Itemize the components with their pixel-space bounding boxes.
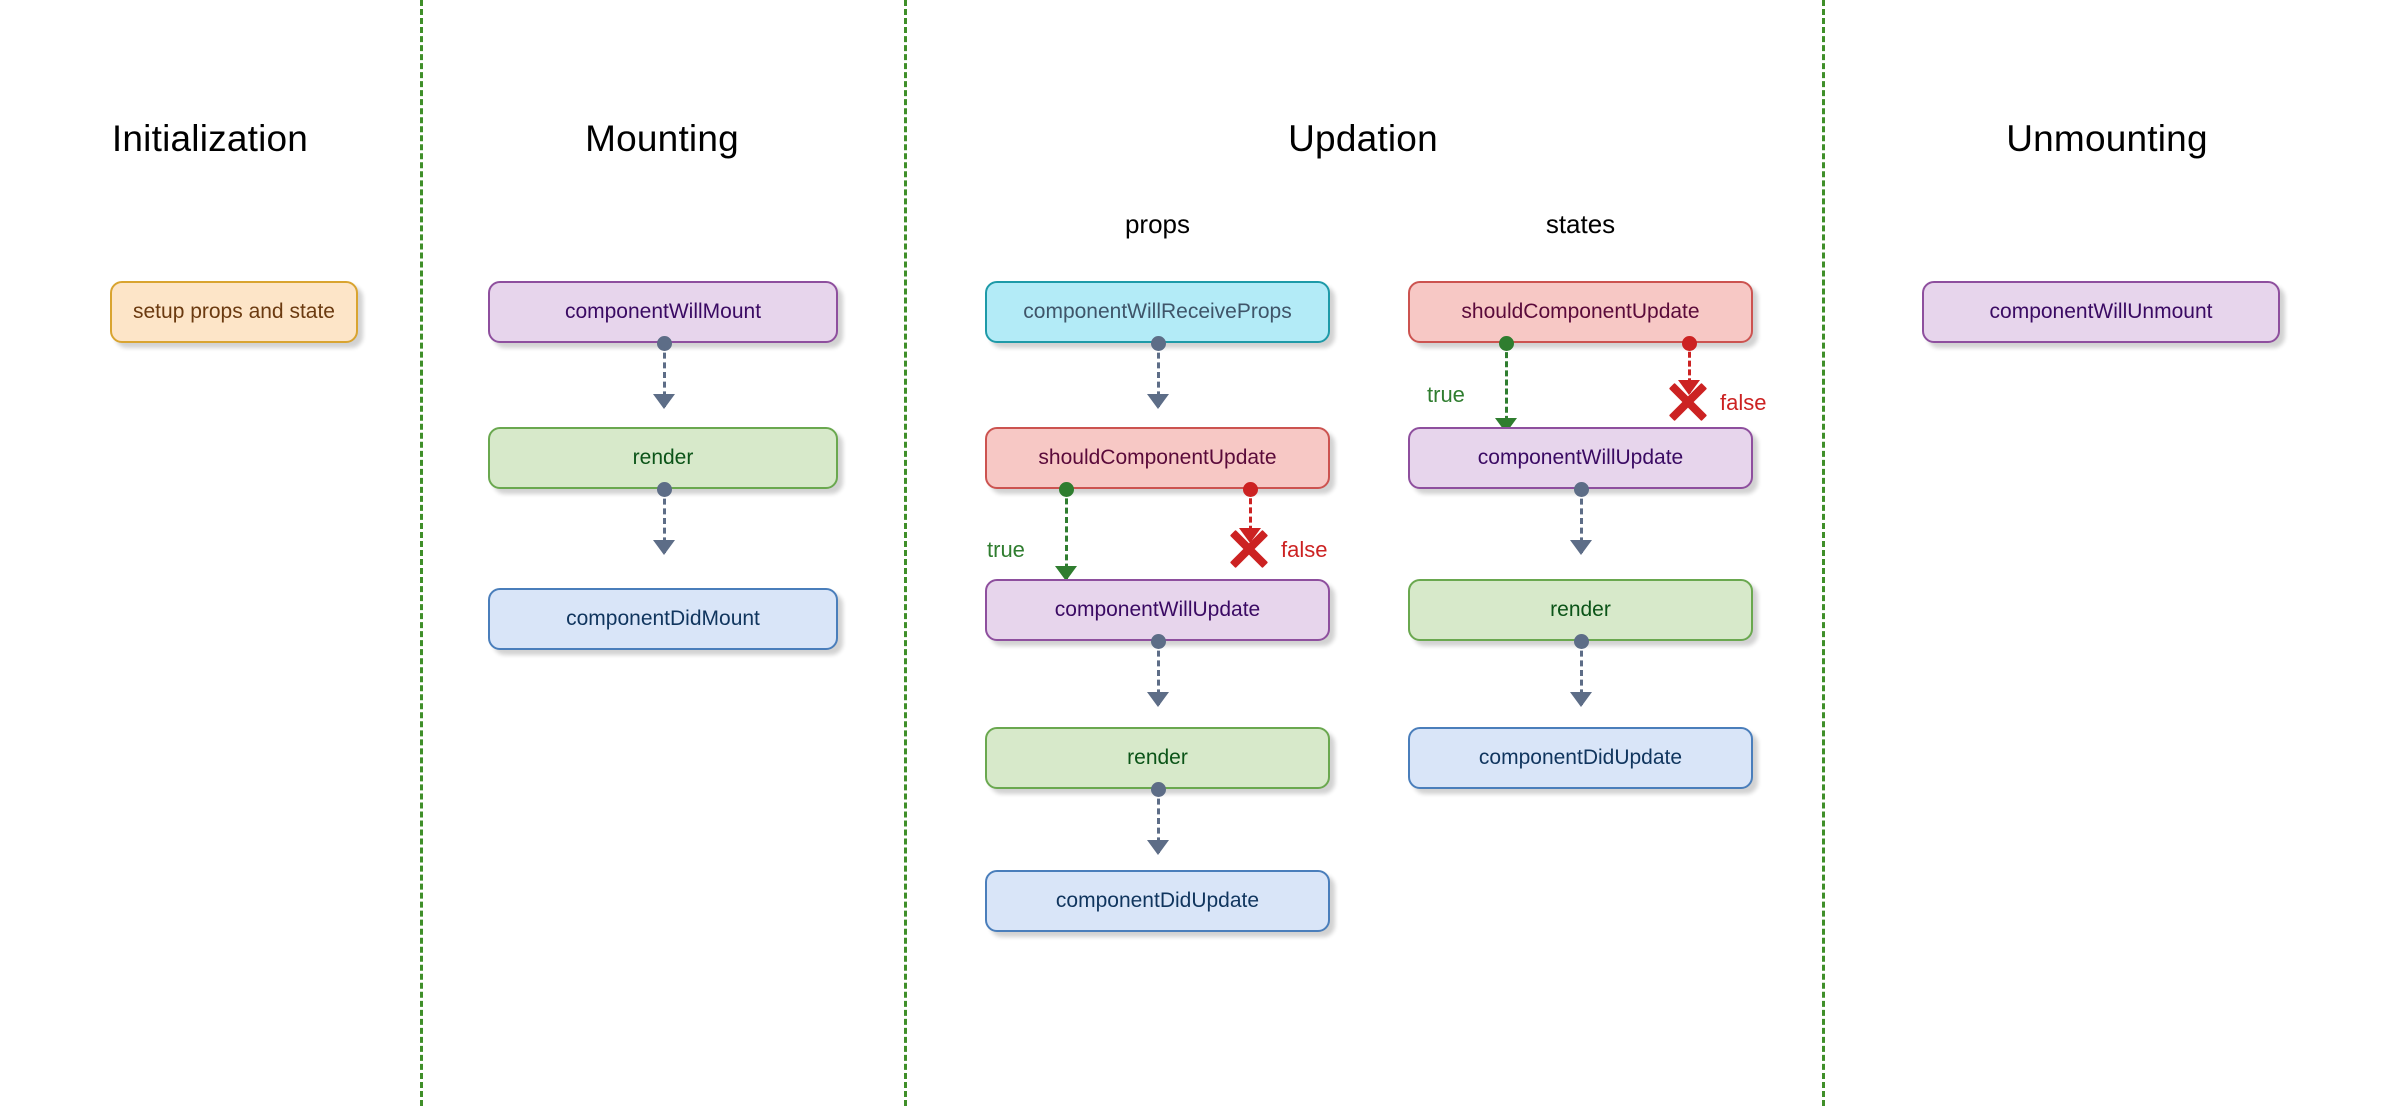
connector-arrowhead xyxy=(653,540,675,555)
branch-label-props-true: true xyxy=(987,537,1025,562)
node-props-component-will-update[interactable]: componentWillUpdate xyxy=(985,579,1330,641)
node-component-will-unmount[interactable]: componentWillUnmount xyxy=(1922,281,2280,343)
column-divider-3 xyxy=(1822,0,1825,1106)
node-component-will-mount[interactable]: componentWillMount xyxy=(488,281,838,343)
node-states-component-will-update[interactable]: componentWillUpdate xyxy=(1408,427,1753,489)
column-divider-2 xyxy=(904,0,907,1106)
connector-arrowhead xyxy=(653,394,675,409)
connector-line xyxy=(1157,641,1160,705)
connector-start-dot xyxy=(1151,782,1166,797)
connector-line xyxy=(1157,343,1160,407)
connector-arrowhead xyxy=(1147,394,1169,409)
node-props-component-did-update[interactable]: componentDidUpdate xyxy=(985,870,1330,932)
connector-start-dot xyxy=(1574,634,1589,649)
connector-start-dot xyxy=(1151,634,1166,649)
node-component-did-mount[interactable]: componentDidMount xyxy=(488,588,838,650)
node-props-should-component-update[interactable]: shouldComponentUpdate xyxy=(985,427,1330,489)
connector-line xyxy=(1157,789,1160,853)
connector-line xyxy=(1688,343,1691,393)
connector-line xyxy=(663,343,666,407)
node-states-component-did-update[interactable]: componentDidUpdate xyxy=(1408,727,1753,789)
connector-line xyxy=(1065,489,1068,579)
node-states-render[interactable]: render xyxy=(1408,579,1753,641)
phase-title-unmounting: Unmounting xyxy=(2006,118,2208,159)
node-component-will-receive-props[interactable]: componentWillReceiveProps xyxy=(985,281,1330,343)
connector-line xyxy=(1580,489,1583,553)
x-mark-states-false xyxy=(1666,380,1710,424)
branch-label-props-false: false xyxy=(1281,537,1328,562)
connector-start-dot xyxy=(1574,482,1589,497)
connector-start-dot xyxy=(1499,336,1514,351)
connector-start-dot xyxy=(1151,336,1166,351)
connector-arrowhead xyxy=(1147,840,1169,855)
connector-arrowhead xyxy=(1570,540,1592,555)
x-mark-props-false xyxy=(1227,527,1271,571)
column-divider-1 xyxy=(420,0,423,1106)
connector-line xyxy=(1580,641,1583,705)
connector-line xyxy=(1505,343,1508,431)
connector-start-dot xyxy=(657,336,672,351)
node-props-render[interactable]: render xyxy=(985,727,1330,789)
connector-line xyxy=(663,489,666,553)
branch-label-states-false: false xyxy=(1720,390,1767,415)
phase-title-mounting: Mounting xyxy=(585,118,739,159)
node-states-should-component-update[interactable]: shouldComponentUpdate xyxy=(1408,281,1753,343)
phase-title-initialization: Initialization xyxy=(111,118,309,159)
connector-start-dot xyxy=(1059,482,1074,497)
connector-arrowhead xyxy=(1570,692,1592,707)
subtitle-props: props xyxy=(1124,209,1191,239)
phase-title-updation: Updation xyxy=(1288,118,1438,159)
connector-start-dot xyxy=(657,482,672,497)
node-mounting-render[interactable]: render xyxy=(488,427,838,489)
connector-start-dot xyxy=(1682,336,1697,351)
node-setup-props-and-state[interactable]: setup props and state xyxy=(110,281,358,343)
branch-label-states-true: true xyxy=(1427,382,1465,407)
connector-line xyxy=(1249,489,1252,541)
connector-arrowhead xyxy=(1147,692,1169,707)
connector-arrowhead xyxy=(1055,566,1077,581)
subtitle-states: states xyxy=(1545,209,1616,239)
connector-start-dot xyxy=(1243,482,1258,497)
